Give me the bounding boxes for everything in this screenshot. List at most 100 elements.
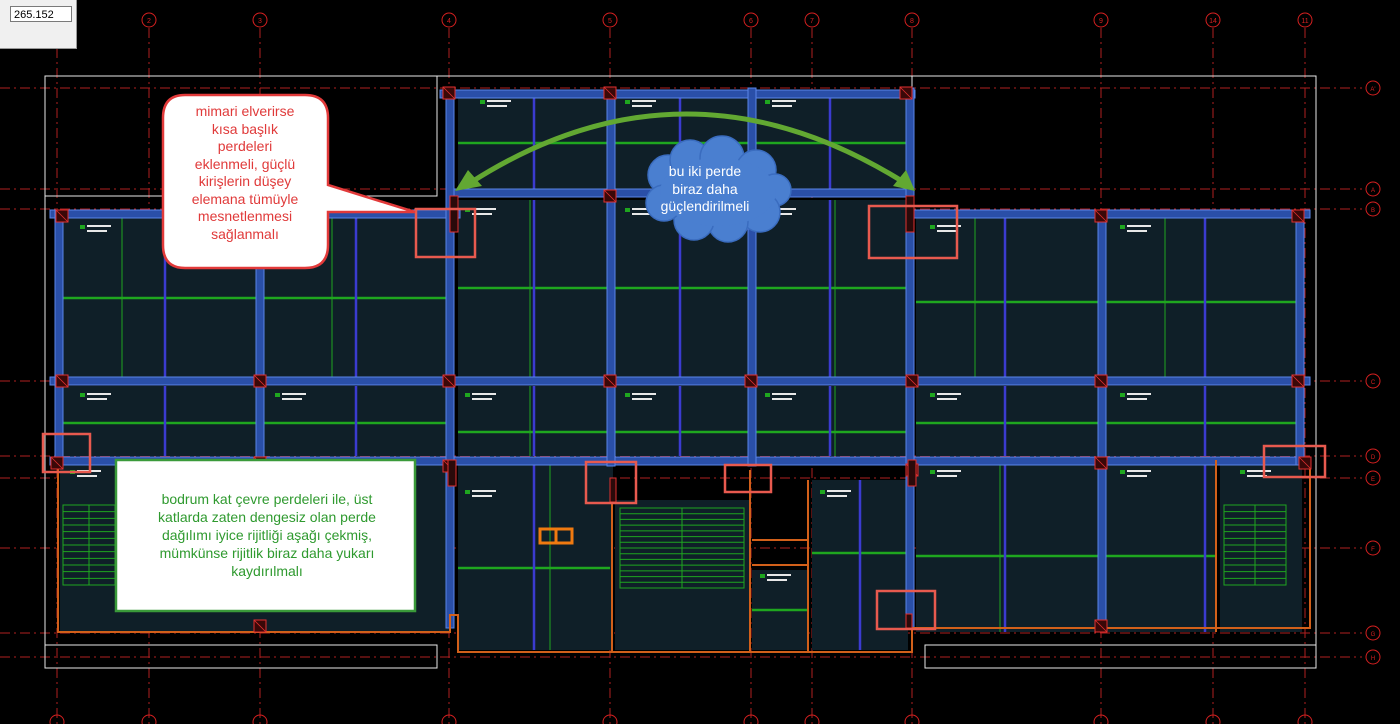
slab-label-mark — [1127, 225, 1151, 227]
slab-label-mark — [1120, 470, 1125, 474]
slab-label-mark — [930, 225, 935, 229]
beam — [905, 87, 915, 629]
columns — [50, 86, 1312, 633]
column-hatch — [1094, 209, 1108, 223]
slab-label-mark — [80, 225, 85, 229]
slab-label-mark — [760, 574, 765, 578]
slab-label-mark — [930, 393, 935, 397]
axis-label: B — [1371, 208, 1375, 214]
highlight-box — [723, 463, 773, 494]
slab-label-mark — [772, 105, 792, 107]
axis-bubble — [602, 12, 618, 28]
axis-label: H — [1371, 656, 1375, 662]
column-hatch — [442, 86, 456, 100]
column-hatch — [1298, 456, 1312, 470]
axis-bubble — [1093, 714, 1109, 724]
highlight-box — [414, 207, 477, 259]
callout-bubble-left — [161, 93, 416, 270]
slab-label-mark — [1120, 393, 1125, 397]
slab-label-mark — [480, 100, 485, 104]
slab-label-mark — [820, 490, 825, 494]
beam — [1295, 209, 1305, 466]
double-headed-arrow — [455, 111, 915, 191]
beam — [909, 209, 1311, 219]
callout-line: dağılımı iyice rijitliği aşağı çekmiş, — [161, 527, 373, 543]
slab-label-mark — [827, 490, 851, 492]
slab-label-mark — [472, 398, 492, 400]
callout-line: güçlendirilmeli — [660, 198, 750, 214]
slab-label-mark — [767, 574, 791, 576]
column-hatch — [603, 86, 617, 100]
axis-label: 11 — [1301, 18, 1308, 25]
axis-bubble — [1205, 12, 1221, 28]
axis-label: F — [1371, 547, 1375, 553]
slab-label-mark — [472, 490, 496, 492]
slab-label-mark — [625, 100, 630, 104]
column-hatch — [1291, 374, 1305, 388]
axis-bubble — [1297, 714, 1313, 724]
slab-label-mark — [632, 398, 652, 400]
axis-bubble — [904, 714, 920, 724]
axis-bubble — [1365, 181, 1381, 197]
callout-left-text: mimari elverirse kısa başlık perdeleri e… — [170, 103, 320, 243]
slab-label-mark — [87, 398, 107, 400]
slab-label-mark — [632, 213, 652, 215]
coordinate-input[interactable]: 265.152 — [10, 6, 72, 22]
slab-label-mark — [937, 475, 957, 477]
slab-label-mark — [937, 398, 957, 400]
axis-label: 5 — [608, 18, 612, 25]
slab-label-mark — [282, 398, 302, 400]
axis-bubble — [1093, 12, 1109, 28]
axis-label: 8 — [910, 18, 914, 25]
axis-bubble — [1365, 625, 1381, 641]
callout-bottom-text: bodrum kat çevre perdeleri ile, üst katl… — [122, 490, 412, 580]
callout-line: katlarda zaten dengesiz olan perde — [158, 509, 376, 525]
axis-bubble — [1365, 448, 1381, 464]
slab-label-mark — [1247, 470, 1271, 472]
axis-bubble — [602, 714, 618, 724]
column-hatch — [905, 374, 919, 388]
axis-label: D — [1371, 455, 1376, 461]
axis-label: A' — [1370, 87, 1375, 93]
slab-label-mark — [772, 393, 796, 395]
highlight-box — [875, 589, 937, 631]
shear-wall — [905, 613, 913, 629]
axis-bubble — [743, 12, 759, 28]
column-hatch — [442, 374, 456, 388]
slab-label-mark — [77, 475, 97, 477]
slab-label-mark — [772, 398, 792, 400]
column-hatch — [744, 374, 758, 388]
slab-label-mark — [472, 393, 496, 395]
column-hatch — [253, 374, 267, 388]
callout-line: mimari elverirse — [195, 103, 295, 119]
slab-label-mark — [282, 393, 306, 395]
callout-line: bu iki perde — [668, 163, 742, 179]
column-hatch — [603, 374, 617, 388]
axis-bubble — [743, 714, 759, 724]
column-hatch — [253, 619, 267, 633]
slab-label-mark — [765, 393, 770, 397]
axis-label: A — [1371, 188, 1375, 194]
slab-label-mark — [765, 100, 770, 104]
column-hatch — [1094, 374, 1108, 388]
axis-bubble — [252, 12, 268, 28]
highlight-box — [41, 432, 92, 474]
callout-line: kaydırılmalı — [231, 563, 303, 579]
axis-bubble — [1297, 12, 1313, 28]
callout-line: mümkünse rijitlik biraz daha yukarı — [159, 545, 375, 561]
axis-label: 2 — [147, 18, 151, 25]
building-outline — [44, 75, 1317, 669]
axis-bubble — [252, 714, 268, 724]
axis-bubble — [1365, 470, 1381, 486]
axis-label: 7 — [810, 18, 814, 25]
callout-line: eklenmeli, güçlü — [194, 155, 296, 172]
slab-label-mark — [275, 393, 280, 397]
axis-label: 14 — [1209, 18, 1217, 25]
slab-label-mark — [632, 100, 656, 102]
shear-wall — [447, 459, 457, 487]
slab-label-mark — [772, 208, 796, 210]
axis-bubble — [1365, 201, 1381, 217]
highlight-boxes — [41, 204, 1327, 631]
axis-bubble — [804, 714, 820, 724]
